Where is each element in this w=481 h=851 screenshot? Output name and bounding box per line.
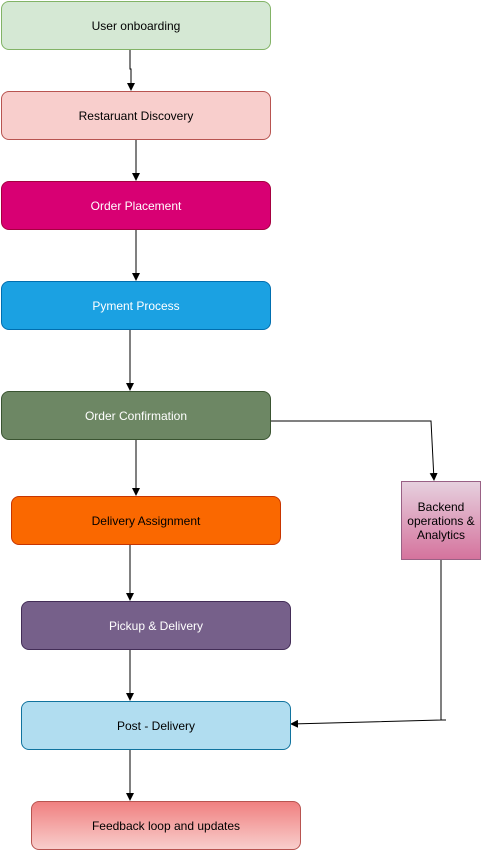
- node-label: Order Placement: [90, 198, 182, 213]
- node-label: Feedback loop and updates: [91, 818, 241, 833]
- edge-confirmation-to-backend: [271, 420, 438, 481]
- node-label: Delivery Assignment: [91, 513, 201, 528]
- edge-onboarding-to-discovery: [127, 50, 135, 91]
- node-feedback-loop[interactable]: Feedback loop and updates: [31, 801, 301, 850]
- node-label: User onboarding: [91, 18, 181, 33]
- node-user-onboarding[interactable]: User onboarding: [1, 1, 271, 50]
- node-backend-operations[interactable]: Backend operations & Analytics: [401, 481, 481, 560]
- node-label: Restaruant Discovery: [78, 108, 194, 123]
- node-restaurant-discovery[interactable]: Restaruant Discovery: [1, 91, 271, 140]
- node-payment-process[interactable]: Pyment Process: [1, 281, 271, 330]
- node-delivery-assignment[interactable]: Delivery Assignment: [11, 496, 281, 545]
- node-order-confirmation[interactable]: Order Confirmation: [1, 391, 271, 440]
- node-post-delivery[interactable]: Post - Delivery: [21, 701, 291, 750]
- node-pickup-delivery[interactable]: Pickup & Delivery: [21, 601, 291, 650]
- node-label: Pyment Process: [92, 298, 180, 313]
- edge-backend-to-post: [291, 560, 446, 724]
- node-label: Order Confirmation: [84, 408, 188, 423]
- node-order-placement[interactable]: Order Placement: [1, 181, 271, 230]
- node-label: Pickup & Delivery: [108, 618, 204, 633]
- node-label: Backend operations & Analytics: [407, 499, 475, 542]
- node-label: Post - Delivery: [116, 718, 196, 733]
